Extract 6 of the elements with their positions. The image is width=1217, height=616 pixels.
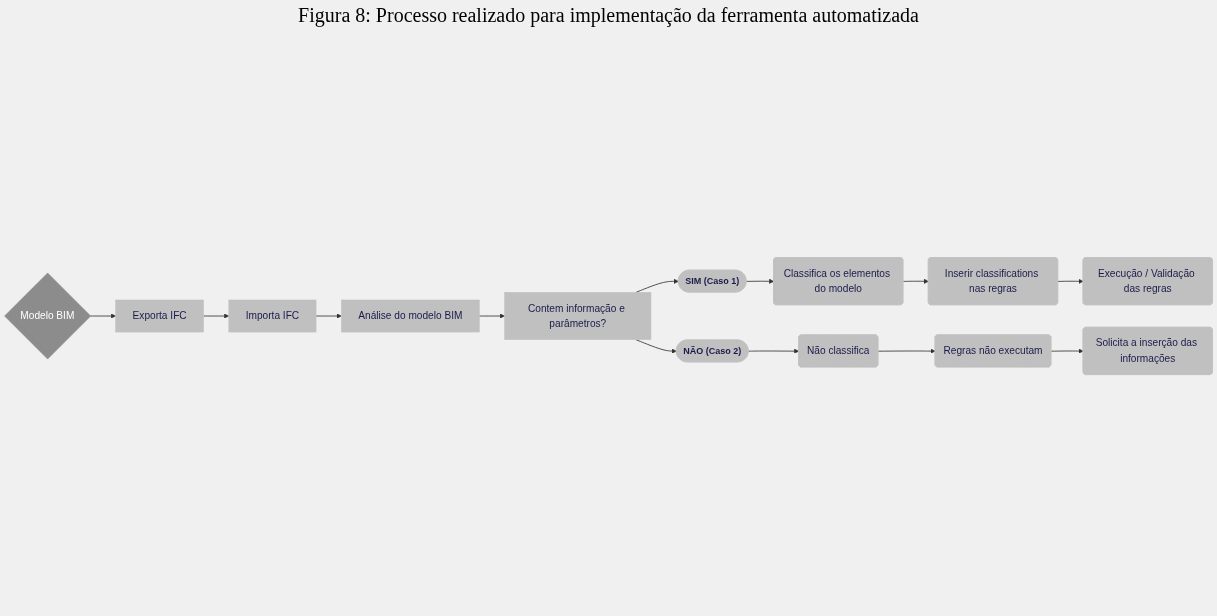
node-box: Análise do modelo BIM xyxy=(341,299,480,333)
node-diamond: Modelo BIM xyxy=(4,272,91,360)
node-box: Importa IFC xyxy=(228,299,317,333)
node-box: Exporta IFC xyxy=(115,299,204,333)
node-box: Contem informação e parâmetros? xyxy=(504,292,652,340)
figure-title: Figura 8: Processo realizado para implementação da ferramenta automatizada xyxy=(297,4,920,27)
